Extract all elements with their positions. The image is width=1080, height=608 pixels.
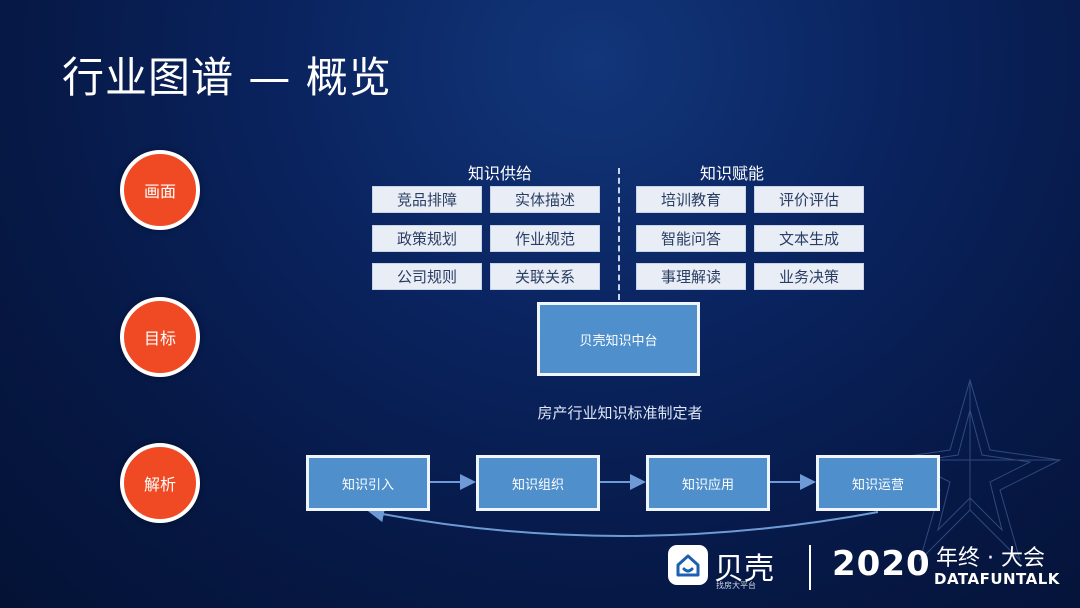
supply-tag: 公司规则 bbox=[372, 263, 482, 290]
page-title: 行业图谱 — 概览 bbox=[62, 53, 392, 102]
empower-tag: 培训教育 bbox=[636, 186, 746, 213]
organizer-name: DATAFUNTALK bbox=[934, 570, 1060, 588]
process-step: 知识运营 bbox=[816, 455, 940, 511]
empower-tag: 业务决策 bbox=[754, 263, 864, 290]
label-goal: 目标 bbox=[120, 297, 200, 377]
empower-tag: 评价评估 bbox=[754, 186, 864, 213]
supply-tag: 政策规划 bbox=[372, 225, 482, 252]
supply-tag: 竞品排障 bbox=[372, 186, 482, 213]
footer-separator bbox=[809, 545, 811, 590]
empower-tag: 智能问答 bbox=[636, 225, 746, 252]
supply-heading: 知识供给 bbox=[467, 164, 532, 183]
brand-slogan: 找房大平台 bbox=[716, 581, 756, 590]
empower-tag: 事理解读 bbox=[636, 263, 746, 290]
empower-heading: 知识赋能 bbox=[699, 164, 764, 183]
process-step: 知识引入 bbox=[306, 455, 430, 511]
empower-tag: 文本生成 bbox=[754, 225, 864, 252]
label-analysis: 解析 bbox=[120, 443, 200, 523]
divider-dashed bbox=[618, 168, 620, 300]
brand-name: 贝壳 bbox=[714, 552, 774, 587]
process-step: 知识应用 bbox=[646, 455, 770, 511]
supply-tag: 关联关系 bbox=[490, 263, 600, 290]
event-year: 2020 bbox=[832, 544, 931, 584]
house-logo-icon bbox=[668, 545, 708, 585]
process-step: 知识组织 bbox=[476, 455, 600, 511]
supply-tag: 实体描述 bbox=[490, 186, 600, 213]
event-name: 年终 · 大会 bbox=[936, 546, 1045, 571]
label-canvas: 画面 bbox=[120, 150, 200, 230]
platform-box: 贝壳知识中台 bbox=[537, 302, 700, 376]
supply-tag: 作业规范 bbox=[490, 225, 600, 252]
platform-subtitle: 房产行业知识标准制定者 bbox=[537, 404, 703, 422]
